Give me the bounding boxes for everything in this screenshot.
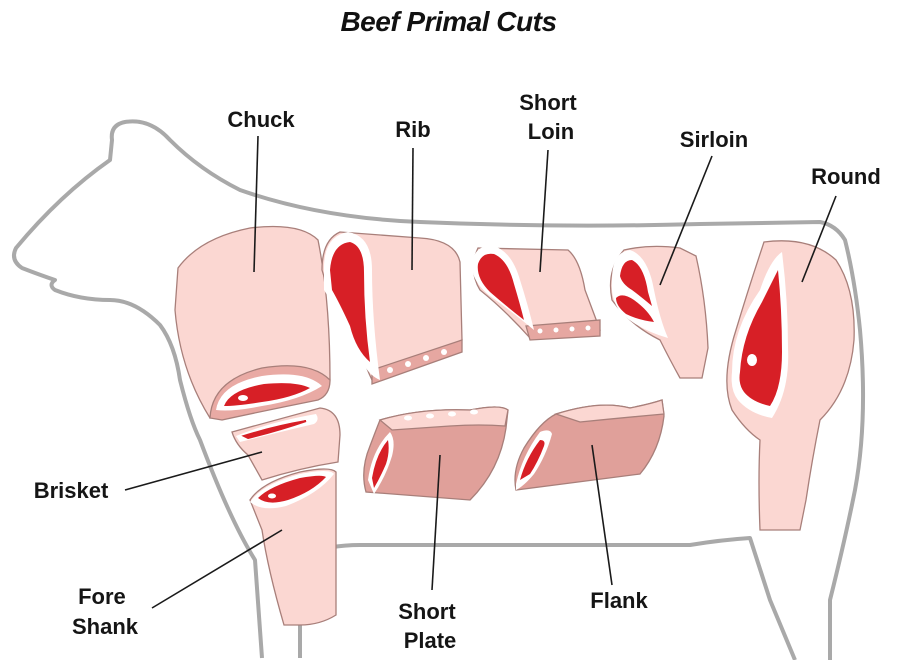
short-loin-cut — [472, 246, 600, 340]
sirloin-cut — [611, 246, 709, 378]
round-cut — [727, 241, 854, 530]
fore-shank-label: Fore Shank — [72, 584, 139, 639]
rib-label: Rib — [395, 117, 430, 142]
fore-shank-leader-line — [152, 530, 282, 608]
fore-shank-cut — [250, 469, 336, 625]
rib-cut — [322, 232, 462, 384]
sirloin-label: Sirloin — [680, 127, 748, 152]
brisket-leader-line — [125, 452, 262, 490]
short-plate-cut — [364, 407, 508, 500]
short-plate-label: Short Plate — [398, 599, 462, 653]
round-label: Round — [811, 164, 881, 189]
chuck-label: Chuck — [227, 107, 295, 132]
short-loin-label: Short Loin — [519, 90, 583, 144]
flank-cut — [515, 400, 664, 490]
flank-label: Flank — [590, 588, 648, 613]
rib-leader-line — [412, 148, 413, 270]
brisket-label: Brisket — [34, 478, 109, 503]
chuck-cut — [175, 227, 330, 421]
